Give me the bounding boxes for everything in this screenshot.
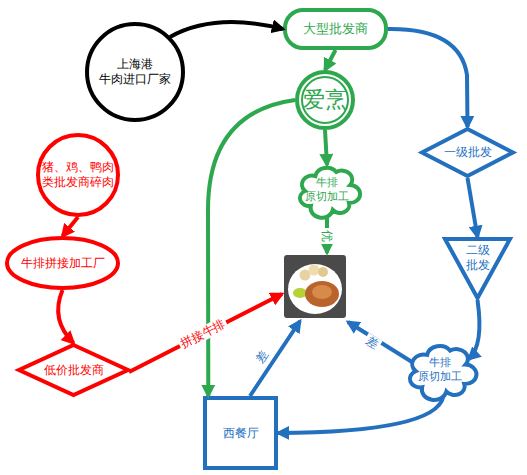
steak-plate-image (284, 255, 346, 318)
wholesaler-box-shape (285, 10, 386, 48)
brand-circle: 爱烹 (295, 70, 355, 130)
node-label: 西餐厅 (223, 426, 259, 441)
node-label: 牛排拼接加工厂 (21, 256, 105, 271)
plate (288, 264, 342, 314)
importer-circle: 上海港 牛肉进口厂家 (85, 22, 185, 122)
flow-arrow (278, 397, 443, 433)
quality-arrow (129, 294, 282, 372)
scrap-meat-circle: 猪、鸡、鸭肉类批发商碎肉 (36, 133, 120, 217)
brand-circle-shape (297, 72, 353, 128)
node-text-box: 猪、鸡、鸭肉类批发商碎肉 (36, 133, 120, 217)
flow-arrow (388, 29, 468, 127)
quality-arrow (348, 322, 412, 362)
flow-arrow (325, 50, 336, 70)
decision-diamond: 一级批发 (420, 127, 515, 178)
steak-top (312, 285, 332, 299)
node-text-box: 二级 批发 (443, 237, 512, 300)
triangle-box-shape (445, 239, 510, 298)
node-text-box: 上海港 牛肉进口厂家 (85, 22, 185, 122)
node-text-box: 牛排拼接加工厂 (5, 236, 120, 290)
decision-diamond-shape (19, 345, 128, 395)
node-label: 牛排 原切加工 (302, 176, 352, 204)
brand-circle-shape (302, 77, 348, 123)
node-label: 一级批发 (444, 145, 492, 160)
flow-arrow (170, 22, 283, 37)
triangle-box: 二级 批发 (443, 237, 512, 300)
node-label: 二级 批发 (457, 243, 498, 273)
lime-slice (293, 288, 307, 298)
node-text-box: 低价批发商 (17, 343, 130, 397)
process-cloud-shape (300, 168, 360, 218)
image-frame (284, 255, 346, 318)
node-label: 猪、鸡、鸭肉类批发商碎肉 (41, 160, 115, 190)
process-cloud-shape (410, 346, 477, 400)
process-cloud: 牛排 原切加工 (298, 165, 356, 215)
node-label: 上海港 牛肉进口厂家 (95, 57, 175, 87)
node-text-box: 爱烹 (295, 70, 355, 130)
restaurant-box-shape (205, 398, 276, 468)
flow-arrow (63, 217, 79, 236)
arrow-label: 优 (320, 228, 334, 244)
flow-arrow (58, 290, 73, 343)
potato (309, 265, 320, 276)
arrow-label: 拼接牛排 (177, 316, 230, 352)
flow-arrow (208, 100, 295, 396)
flow-arrow (469, 300, 480, 359)
potato (318, 267, 328, 277)
quality-arrow (250, 321, 300, 396)
flow-arrow (468, 178, 478, 237)
arrow-label: 差 (361, 333, 382, 354)
decision-diamond-shape (422, 129, 513, 176)
decision-diamond: 低价批发商 (17, 343, 130, 397)
node-text-box: 大型批发商 (283, 8, 388, 50)
node-label: 牛排 原切加工 (412, 356, 468, 384)
node-text-box: 一级批发 (420, 127, 515, 178)
scrap-meat-circle-shape (38, 135, 118, 215)
node-text-box: 牛排 原切加工 (298, 165, 356, 215)
factory-ellipse-shape (7, 238, 118, 288)
wholesaler-box: 大型批发商 (283, 8, 388, 50)
node-label: 大型批发商 (303, 21, 368, 37)
flow-arrow (325, 130, 327, 165)
node-text-box: 西餐厅 (203, 396, 278, 470)
importer-circle-shape (87, 24, 183, 120)
restaurant-box: 西餐厅 (203, 396, 278, 470)
node-label: 爱烹 (303, 86, 347, 114)
steak (305, 281, 339, 307)
node-label: 低价批发商 (44, 363, 104, 378)
process-cloud: 牛排 原切加工 (408, 343, 472, 397)
factory-ellipse: 牛排拼接加工厂 (5, 236, 120, 290)
node-text-box: 牛排 原切加工 (408, 343, 472, 397)
